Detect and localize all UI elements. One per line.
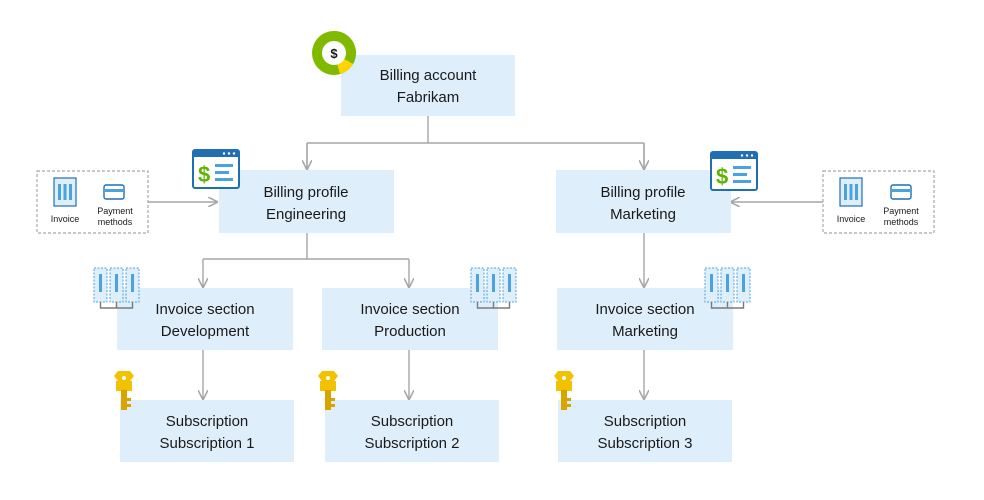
invoice-section-production-title: Invoice section bbox=[360, 301, 459, 318]
connector-engineering-sections bbox=[203, 233, 409, 260]
billing-account-box[interactable] bbox=[341, 55, 515, 116]
key-icon bbox=[318, 371, 338, 410]
subscription-2-name: Subscription 2 bbox=[364, 435, 459, 452]
invoice-section-development-node[interactable]: Invoice section Development bbox=[117, 288, 293, 350]
subscription-2-title: Subscription bbox=[371, 413, 454, 430]
invoice-section-marketing-name: Marketing bbox=[612, 323, 678, 340]
billing-profile-marketing-box[interactable] bbox=[556, 170, 731, 233]
billing-profile-engineering-name: Engineering bbox=[266, 206, 346, 223]
invoice-section-icon bbox=[93, 267, 140, 309]
payment-methods-label-line1: Payment bbox=[97, 206, 133, 216]
subscription-1-node[interactable]: Subscription Subscription 1 bbox=[120, 400, 294, 462]
subscription-1-box[interactable] bbox=[120, 400, 294, 462]
invoice-section-marketing-title: Invoice section bbox=[595, 301, 694, 318]
invoice-section-development-name: Development bbox=[161, 323, 250, 340]
key-icon bbox=[554, 371, 574, 410]
subscription-3-name: Subscription 3 bbox=[597, 435, 692, 452]
invoice-section-marketing-node[interactable]: Invoice section Marketing bbox=[557, 288, 733, 350]
payment-methods-label-line1: Payment bbox=[883, 206, 919, 216]
invoice-section-production-name: Production bbox=[374, 323, 446, 340]
billing-account-node[interactable]: Billing account Fabrikam bbox=[341, 55, 515, 116]
subscription-1-title: Subscription bbox=[166, 413, 249, 430]
invoice-section-production-box[interactable] bbox=[322, 288, 498, 350]
billing-profile-engineering-title: Billing profile bbox=[263, 184, 348, 201]
invoice-icon bbox=[839, 177, 863, 207]
subscription-3-node[interactable]: Subscription Subscription 3 bbox=[558, 400, 732, 462]
key-icon bbox=[114, 371, 134, 410]
subscription-2-box[interactable] bbox=[325, 400, 499, 462]
invoice-section-development-title: Invoice section bbox=[155, 301, 254, 318]
billing-profile-marketing-title: Billing profile bbox=[600, 184, 685, 201]
subscription-1-name: Subscription 1 bbox=[159, 435, 254, 452]
credit-card-icon bbox=[103, 184, 125, 200]
payment-panel-right: Invoice Payment methods bbox=[822, 170, 935, 234]
invoice-section-icon bbox=[704, 267, 751, 309]
billing-profile-window-icon bbox=[710, 151, 758, 191]
credit-card-icon bbox=[890, 184, 912, 200]
subscription-3-title: Subscription bbox=[604, 413, 687, 430]
billing-account-name: Fabrikam bbox=[397, 89, 460, 106]
svg-text:$: $ bbox=[330, 46, 338, 61]
billing-profile-window-icon bbox=[192, 149, 240, 189]
invoice-section-marketing-box[interactable] bbox=[557, 288, 733, 350]
payment-methods-label-line2: methods bbox=[884, 217, 919, 227]
billing-profile-engineering-node[interactable]: Billing profile Engineering bbox=[219, 170, 394, 233]
connector-account-profiles bbox=[306, 116, 645, 168]
invoice-label: Invoice bbox=[837, 214, 866, 224]
billing-account-donut-icon: $ bbox=[312, 31, 356, 75]
connectors bbox=[148, 116, 823, 399]
billing-profile-marketing-name: Marketing bbox=[610, 206, 676, 223]
invoice-icon bbox=[53, 177, 77, 207]
invoice-section-development-box[interactable] bbox=[117, 288, 293, 350]
payment-methods-label-line2: methods bbox=[98, 217, 133, 227]
payment-panel-left: Invoice Payment methods bbox=[36, 170, 149, 234]
subscription-3-box[interactable] bbox=[558, 400, 732, 462]
billing-profile-marketing-node[interactable]: Billing profile Marketing bbox=[556, 170, 731, 233]
invoice-section-production-node[interactable]: Invoice section Production bbox=[322, 288, 498, 350]
invoice-label: Invoice bbox=[51, 214, 80, 224]
invoice-section-icon bbox=[470, 267, 517, 309]
subscription-2-node[interactable]: Subscription Subscription 2 bbox=[325, 400, 499, 462]
billing-account-title: Billing account bbox=[380, 67, 478, 84]
billing-profile-engineering-box[interactable] bbox=[219, 170, 394, 233]
